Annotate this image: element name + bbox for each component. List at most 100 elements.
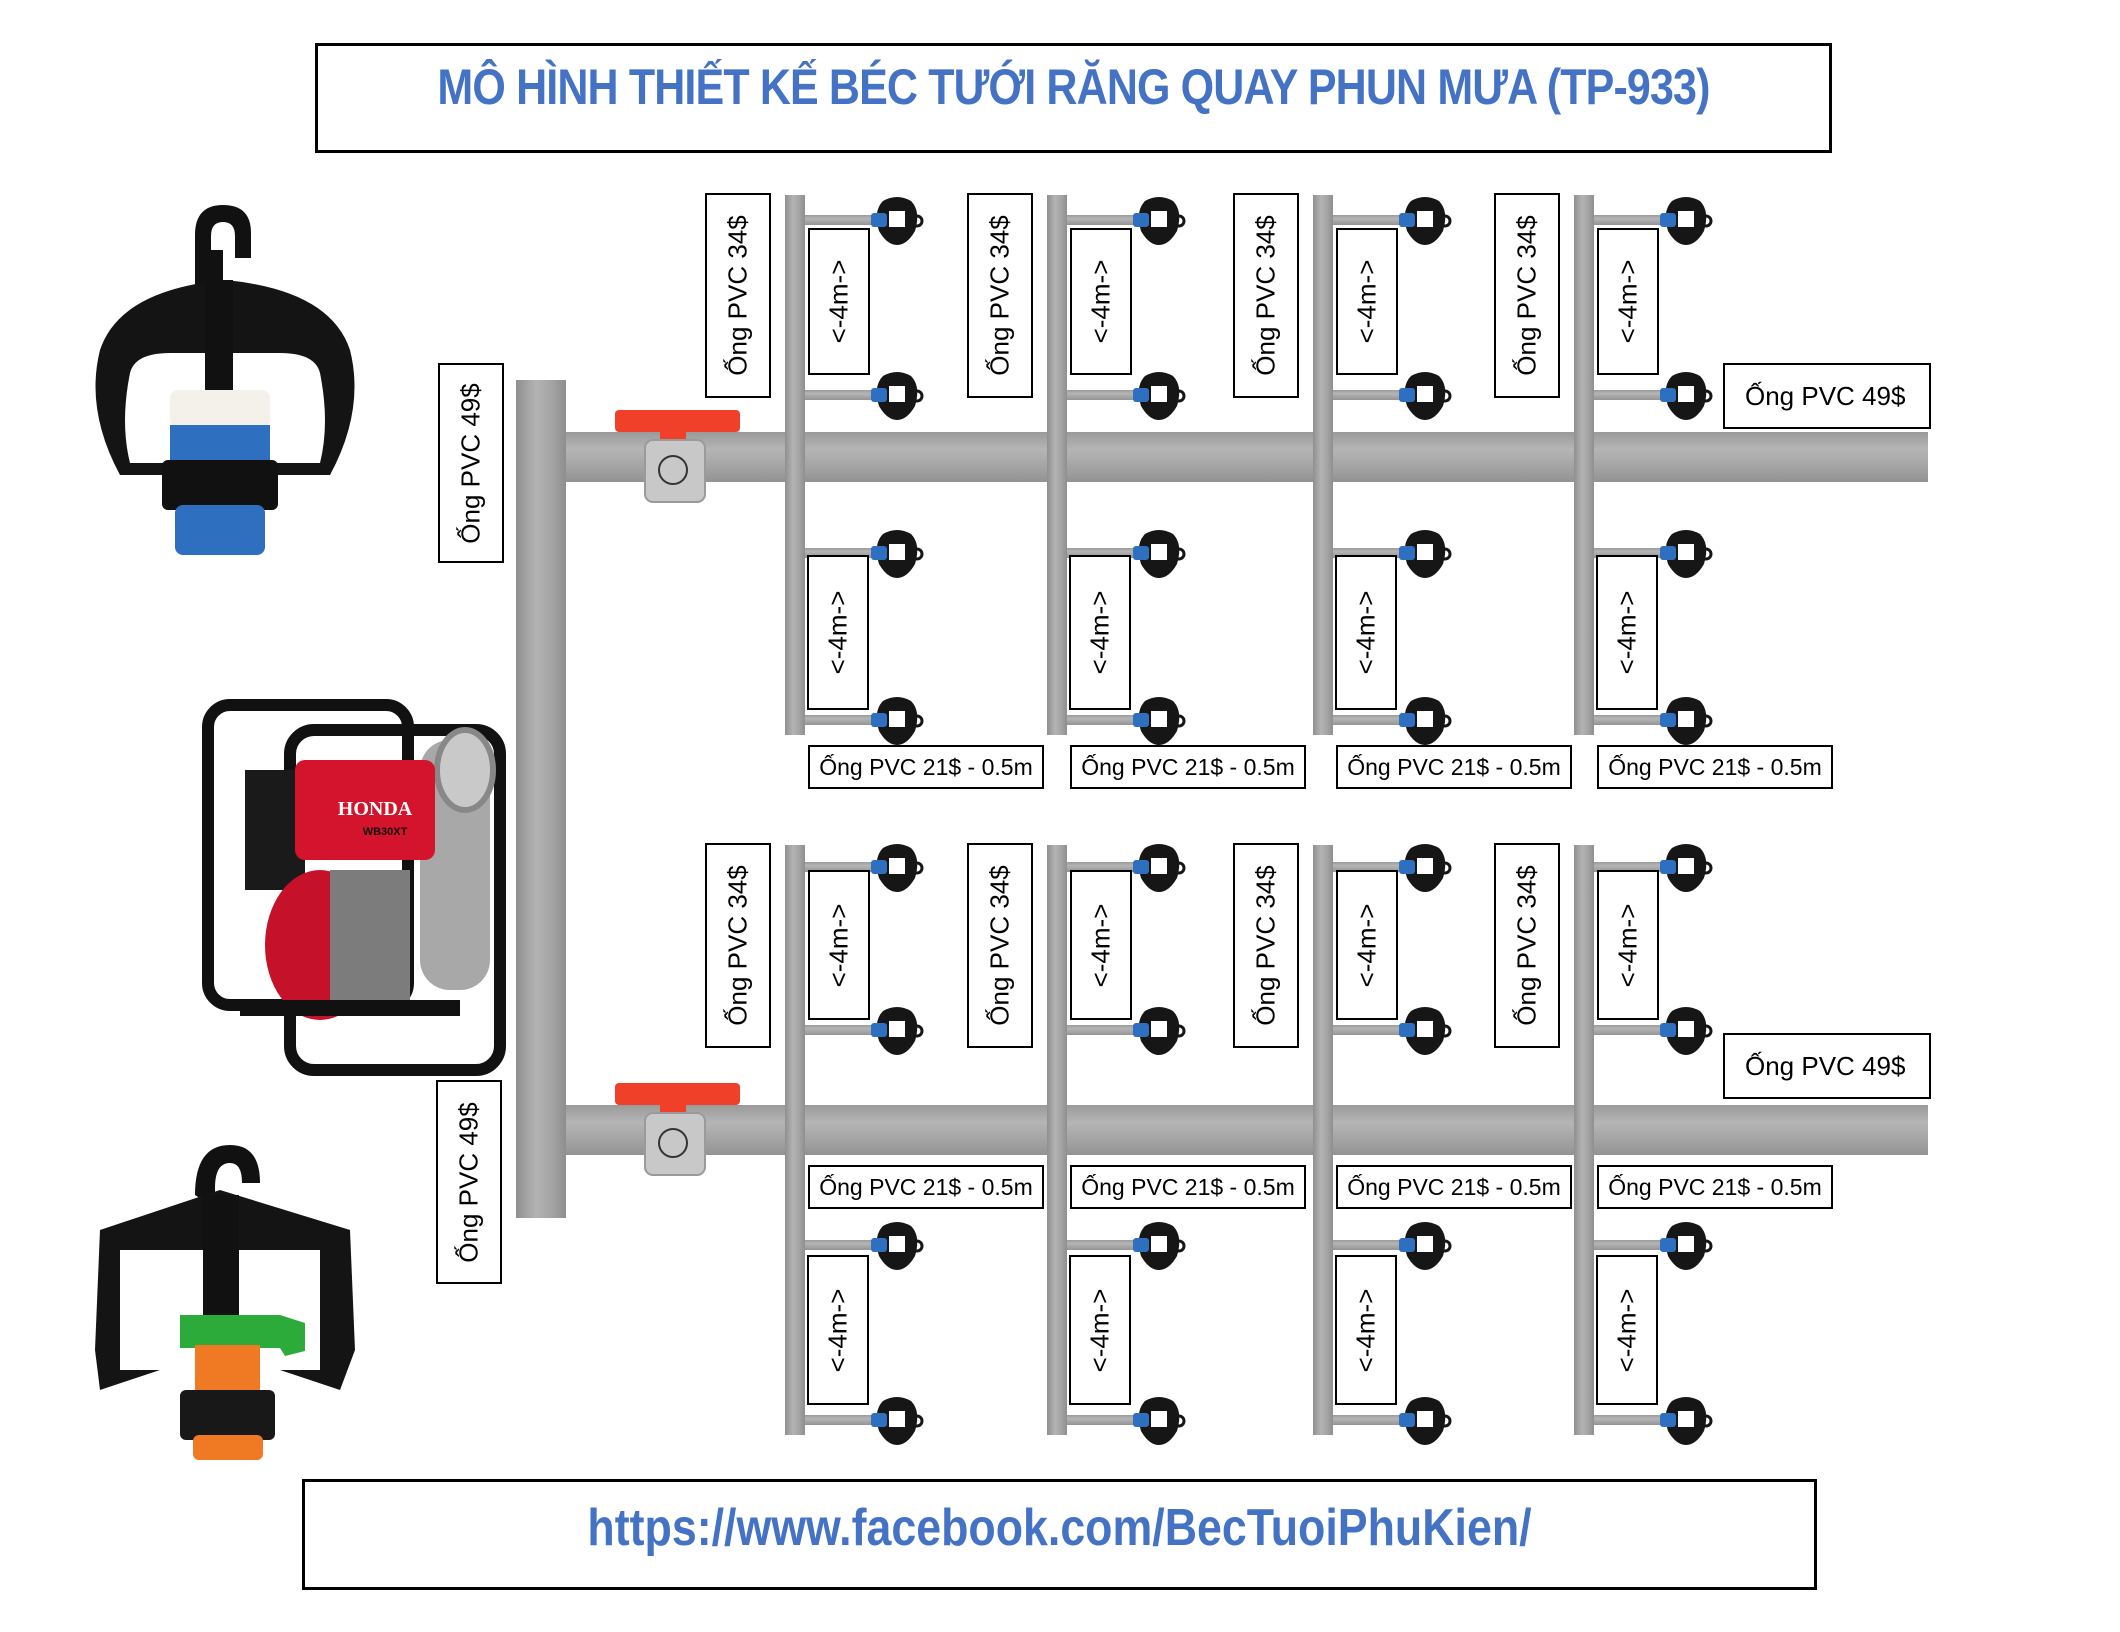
sprinkler-head-icon	[871, 844, 924, 892]
lower_section-branch-0-lateral	[805, 1240, 873, 1250]
sprinkler-head-icon	[1399, 372, 1452, 420]
lower_section-branch-1-lateral	[1067, 1025, 1135, 1035]
sprinkler-head-icon	[1133, 1397, 1186, 1445]
sprinkler-head-icon	[1660, 197, 1713, 245]
sprinkler-head-icon	[1399, 1397, 1452, 1445]
upper_section-branch-2-riser	[1313, 195, 1333, 735]
spacing-label: <-4m->	[1335, 1255, 1397, 1405]
sprinkler-head-icon	[1133, 844, 1186, 892]
riser-pipe-label: Ống PVC 21$ - 0.5m	[1336, 1165, 1572, 1209]
lower-ball-valve[interactable]	[615, 1068, 745, 1178]
upper_section-branch-3-riser	[1574, 195, 1594, 735]
branch-pipe-label: Ống PVC 34$	[705, 193, 771, 398]
lower_section-branch-3-lateral	[1594, 1240, 1662, 1250]
sprinkler-head-icon	[871, 697, 924, 745]
sprinkler-head-icon	[871, 530, 924, 578]
spacing-label: <-4m->	[1070, 228, 1132, 375]
lower_section-branch-3-lateral	[1594, 1025, 1662, 1035]
sprinkler-head-icon	[1399, 530, 1452, 578]
lower-end-pipe-label: Ống PVC 49$	[1723, 1033, 1931, 1099]
upper_section-branch-2-lateral	[1333, 715, 1401, 725]
lower_section-branch-2-riser	[1313, 845, 1333, 1435]
sprinkler-head-icon	[1660, 697, 1713, 745]
upper-main-pipe-label: Ống PVC 49$	[438, 363, 504, 563]
lower_section-branch-0-lateral	[805, 1415, 873, 1425]
branch-pipe-label: Ống PVC 34$	[1233, 193, 1299, 398]
lower_section-branch-3-lateral	[1594, 862, 1662, 872]
upper_section-branch-1-lateral	[1067, 215, 1135, 225]
sprinkler-head-icon	[1133, 372, 1186, 420]
sprinkler-head-icon	[1133, 1222, 1186, 1270]
sprinkler-head-icon	[1399, 697, 1452, 745]
riser-pipe-label: Ống PVC 21$ - 0.5m	[1336, 745, 1572, 789]
upper_section-branch-0-lateral	[805, 715, 873, 725]
sprinkler-head-icon	[1399, 1222, 1452, 1270]
riser-pipe-label: Ống PVC 21$ - 0.5m	[808, 745, 1044, 789]
lower_section-branch-2-lateral	[1333, 1025, 1401, 1035]
main-vertical-pipe	[516, 380, 566, 1218]
upper_section-branch-2-lateral	[1333, 548, 1401, 558]
spacing-label: <-4m->	[1336, 228, 1398, 375]
title-box: MÔ HÌNH THIẾT KẾ BÉC TƯỚI RĂNG QUAY PHUN…	[315, 43, 1832, 153]
lower_section-branch-1-lateral	[1067, 1415, 1135, 1425]
lower_section-branch-2-lateral	[1333, 1415, 1401, 1425]
upper_section-branch-0-lateral	[805, 548, 873, 558]
lower_section-branch-2-lateral	[1333, 862, 1401, 872]
riser-pipe-label: Ống PVC 21$ - 0.5m	[808, 1165, 1044, 1209]
lower_section-branch-3-riser	[1574, 845, 1594, 1435]
sprinkler-head-icon	[871, 1007, 924, 1055]
sprinkler-head-icon	[1133, 1007, 1186, 1055]
facebook-link[interactable]: https://www.facebook.com/BecTuoiPhuKien/	[587, 1499, 1532, 1557]
spacing-label: <-4m->	[1070, 870, 1132, 1020]
upper-header-pipe	[566, 432, 1928, 482]
lower_section-branch-0-riser	[785, 845, 805, 1435]
sprinkler-head-icon	[1133, 697, 1186, 745]
riser-pipe-label: Ống PVC 21$ - 0.5m	[1070, 745, 1306, 789]
sprinkler-head-icon	[1399, 197, 1452, 245]
spacing-label: <-4m->	[1596, 555, 1658, 710]
lower_section-branch-3-lateral	[1594, 1415, 1662, 1425]
spacing-label: <-4m->	[1336, 870, 1398, 1020]
spacing-label: <-4m->	[808, 870, 870, 1020]
sprinkler-head-icon	[1660, 530, 1713, 578]
spacing-label: <-4m->	[807, 1255, 869, 1405]
pump-brand-text: HONDA	[338, 798, 413, 820]
pump-model-text: WB30XT	[363, 826, 408, 838]
upper_section-branch-0-riser	[785, 195, 805, 735]
spacing-label: <-4m->	[1597, 870, 1659, 1020]
upper_section-branch-3-lateral	[1594, 215, 1662, 225]
upper_section-branch-0-lateral	[805, 390, 873, 400]
lower_section-branch-1-lateral	[1067, 1240, 1135, 1250]
lower_section-branch-0-lateral	[805, 1025, 873, 1035]
sprinkler-head-icon	[1660, 372, 1713, 420]
upper_section-branch-1-lateral	[1067, 548, 1135, 558]
page-title: MÔ HÌNH THIẾT KẾ BÉC TƯỚI RĂNG QUAY PHUN…	[437, 59, 1710, 115]
branch-pipe-label: Ống PVC 34$	[1494, 193, 1560, 398]
branch-pipe-label: Ống PVC 34$	[967, 193, 1033, 398]
sprinkler-head-icon	[871, 197, 924, 245]
spacing-label: <-4m->	[808, 228, 870, 375]
sprinkler-head-icon	[1660, 844, 1713, 892]
sprinkler-blue-image	[95, 205, 355, 555]
sprinkler-green-image	[95, 1145, 355, 1460]
upper_section-branch-0-lateral	[805, 215, 873, 225]
upper_section-branch-1-lateral	[1067, 390, 1135, 400]
branch-pipe-label: Ống PVC 34$	[1233, 843, 1299, 1048]
sprinkler-head-icon	[1399, 1007, 1452, 1055]
spacing-label: <-4m->	[1597, 228, 1659, 375]
upper_section-branch-2-lateral	[1333, 390, 1401, 400]
lower-main-pipe-label: Ống PVC 49$	[436, 1080, 502, 1284]
upper_section-branch-2-lateral	[1333, 215, 1401, 225]
upper_section-branch-1-lateral	[1067, 715, 1135, 725]
lower_section-branch-0-lateral	[805, 862, 873, 872]
upper-ball-valve[interactable]	[615, 395, 745, 505]
footer-url-box: https://www.facebook.com/BecTuoiPhuKien/	[302, 1479, 1817, 1590]
upper_section-branch-3-lateral	[1594, 390, 1662, 400]
spacing-label: <-4m->	[1596, 1255, 1658, 1405]
branch-pipe-label: Ống PVC 34$	[705, 843, 771, 1048]
spacing-label: <-4m->	[1069, 555, 1131, 710]
sprinkler-head-icon	[1660, 1007, 1713, 1055]
branch-pipe-label: Ống PVC 34$	[1494, 843, 1560, 1048]
water-pump-image: HONDA WB30XT	[202, 699, 506, 1076]
lower_section-branch-2-lateral	[1333, 1240, 1401, 1250]
